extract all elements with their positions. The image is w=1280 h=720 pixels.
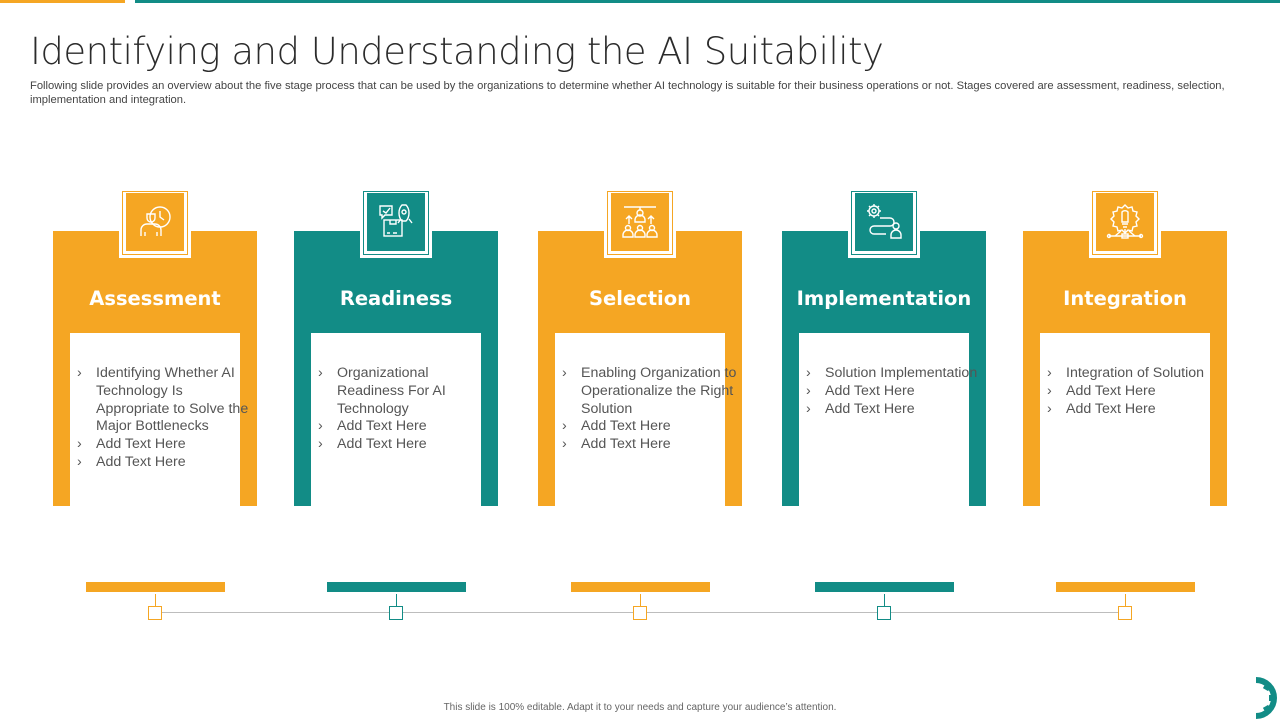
person-clock-icon [126, 193, 184, 251]
bullet-item: Solution Implementation [806, 365, 986, 383]
stage-card-readiness: Readiness Organizational Readiness For A… [294, 231, 498, 506]
stage-card-implementation: Implementation Solution Implementation A… [782, 231, 986, 506]
bullet-item: Add Text Here [1047, 401, 1227, 419]
gear-bulb-integration-icon [1096, 193, 1154, 251]
bullet-item: Add Text Here [77, 454, 257, 472]
top-accent-bar-teal [135, 0, 1280, 3]
timeline-tick [155, 594, 156, 606]
timeline-node [1118, 606, 1132, 620]
stage-bullets: Organizational Readiness For AI Technolo… [318, 365, 498, 454]
candidate-selection-icon [611, 193, 669, 251]
timeline-bar-readiness [327, 582, 466, 592]
bullet-item: Add Text Here [1047, 383, 1227, 401]
bullet-item: Enabling Organization to Operationalize … [562, 365, 742, 418]
page-title: Identifying and Understanding the AI Sui… [30, 30, 884, 73]
timeline-tick [640, 594, 641, 606]
gear-path-person-icon [855, 193, 913, 251]
bullet-item: Add Text Here [806, 401, 986, 419]
stage-bullets: Solution Implementation Add Text Here Ad… [806, 365, 986, 418]
stage-body [1040, 333, 1210, 506]
timeline-bar-assessment [86, 582, 225, 592]
timeline-node [148, 606, 162, 620]
timeline-bar-implementation [815, 582, 954, 592]
page-subtitle: Following slide provides an overview abo… [30, 80, 1225, 106]
rocket-package-icon [367, 193, 425, 251]
stage-icon-box-selection [604, 188, 676, 258]
stage-heading: Readiness [339, 287, 453, 310]
stage-card-selection: Selection Enabling Organization to Opera… [538, 231, 742, 506]
timeline-bar-selection [571, 582, 710, 592]
gear-logo-icon [1255, 677, 1277, 719]
bullet-item: Add Text Here [562, 436, 742, 454]
stage-bullets: Enabling Organization to Operationalize … [562, 365, 742, 454]
stage-heading: Selection [588, 287, 692, 310]
timeline-bar-integration [1056, 582, 1195, 592]
stage-card-assessment: Assessment Identifying Whether AI Techno… [53, 231, 257, 506]
stage-icon-box-integration [1089, 188, 1161, 258]
stage-heading: Assessment [89, 287, 221, 310]
stage-bullets: Identifying Whether AI Technology Is App… [77, 365, 257, 472]
timeline-tick [1125, 594, 1126, 606]
bullet-item: Add Text Here [77, 436, 257, 454]
stage-heading: Implementation [796, 287, 972, 310]
timeline-node [389, 606, 403, 620]
timeline-tick [884, 594, 885, 606]
bullet-item: Add Text Here [562, 418, 742, 436]
bullet-item: Organizational Readiness For AI Technolo… [318, 365, 498, 418]
stage-icon-box-readiness [360, 188, 432, 258]
bullet-item: Add Text Here [318, 436, 498, 454]
bullet-item: Add Text Here [318, 418, 498, 436]
stage-heading: Integration [1063, 287, 1187, 310]
stage-body [799, 333, 969, 506]
stage-bullets: Integration of Solution Add Text Here Ad… [1047, 365, 1227, 418]
footer-note: This slide is 100% editable. Adapt it to… [443, 702, 837, 713]
top-accent-bar-orange [0, 0, 125, 3]
bullet-item: Identifying Whether AI Technology Is App… [77, 365, 257, 436]
bullet-item: Add Text Here [806, 383, 986, 401]
timeline-tick [396, 594, 397, 606]
stage-icon-box-implementation [848, 188, 920, 258]
stage-card-integration: Integration Integration of Solution Add … [1023, 231, 1227, 506]
bullet-item: Integration of Solution [1047, 365, 1227, 383]
timeline-node [633, 606, 647, 620]
stage-icon-box-assessment [119, 188, 191, 258]
timeline-node [877, 606, 891, 620]
